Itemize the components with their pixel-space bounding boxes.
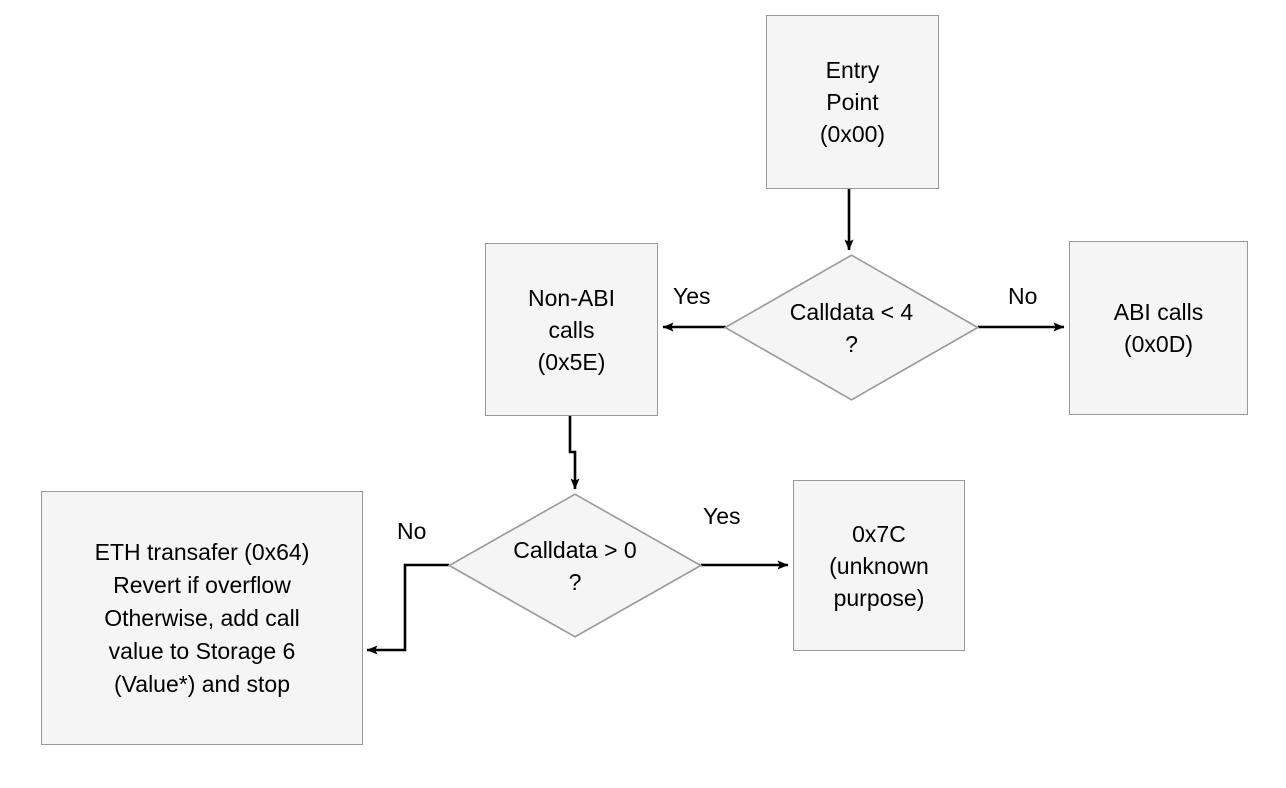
node-entry-point-label: Entry Point (0x00) [819, 57, 886, 147]
node-unknown-purpose-label: 0x7C (unknown purpose) [829, 520, 929, 611]
node-non-abi-calls[interactable]: Non-ABI calls (0x5E) [485, 243, 658, 416]
node-abi-calls[interactable]: ABI calls (0x0D) [1069, 241, 1248, 415]
node-non-abi-calls-label: Non-ABI calls (0x5E) [528, 284, 615, 375]
node-unknown-purpose[interactable]: 0x7C (unknown purpose) [793, 480, 965, 651]
node-eth-transfer[interactable]: ETH transafer (0x64) Revert if overflow … [41, 491, 363, 745]
node-decision-calldata-gt-0[interactable]: Calldata > 0 ? [448, 493, 702, 638]
edge-label-gt0-yes: Yes [703, 503, 741, 529]
edge-nonabi-to-gt0 [568, 416, 580, 490]
node-decision-calldata-lt-4-label: Calldata < 4 ? [789, 298, 914, 357]
node-entry-point[interactable]: Entry Point (0x00) [766, 15, 939, 189]
diamond-shape-gt0 [448, 493, 702, 638]
edge-label-gt0-no: No [397, 518, 427, 544]
node-abi-calls-label: ABI calls (0x0D) [1113, 299, 1204, 357]
node-eth-transfer-label: ETH transafer (0x64) Revert if overflow … [94, 538, 310, 697]
edge-label-lt4-no: No [1008, 283, 1038, 309]
node-decision-calldata-lt-4[interactable]: Calldata < 4 ? [724, 254, 979, 401]
edge-gt0-no-to-eth [366, 563, 449, 655]
node-decision-calldata-gt-0-label: Calldata > 0 ? [513, 536, 637, 595]
edge-label-lt4-yes: Yes [673, 283, 711, 309]
diamond-shape-lt4 [724, 254, 979, 401]
